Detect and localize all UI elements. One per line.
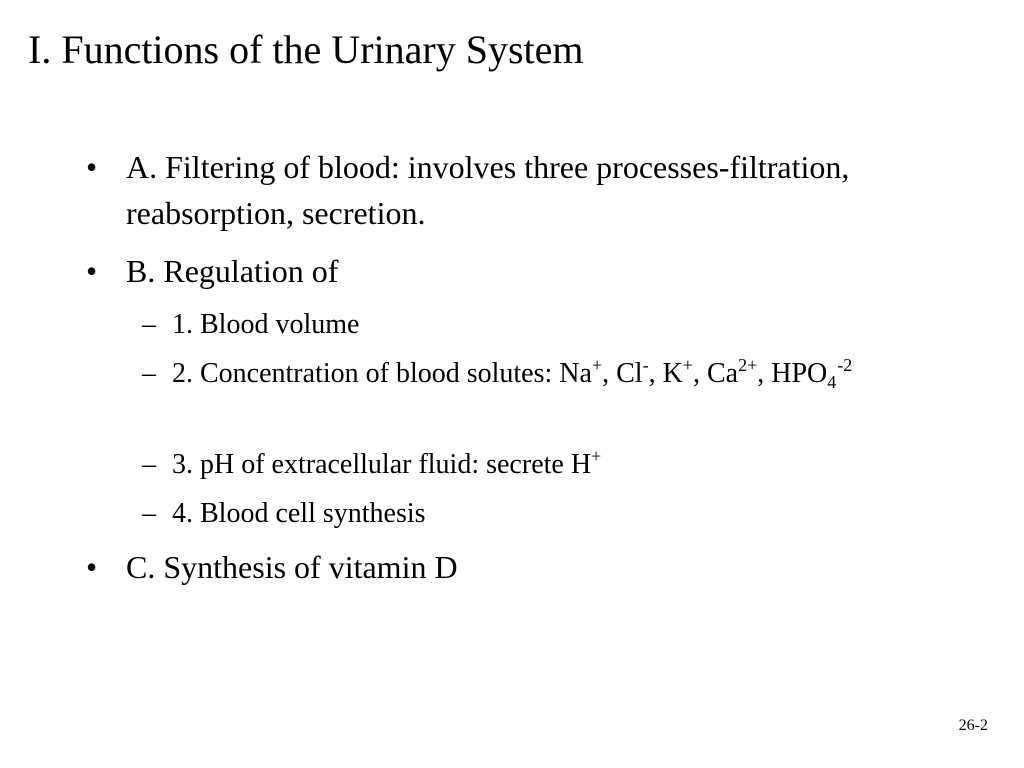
- bullet-item-a: • A. Filtering of blood: involves three …: [86, 144, 926, 236]
- bullet-item-c: • C. Synthesis of vitamin D: [86, 544, 926, 590]
- phosphate-charge: -2: [837, 355, 853, 375]
- sub-item-4: – 4. Blood cell synthesis: [142, 496, 952, 532]
- potassium-charge: +: [682, 355, 693, 375]
- bullet-text-b: B. Regulation of: [126, 253, 339, 289]
- sub-item-2: – 2. Concentration of blood solutes: Na+…: [142, 355, 952, 392]
- sub-text-2-calcium: , Ca: [692, 358, 739, 389]
- sub-item-1: – 1. Blood volume: [142, 307, 952, 343]
- slide-number: 26-2: [958, 717, 988, 734]
- phosphate-subscript: 4: [827, 372, 837, 392]
- sodium-charge: +: [591, 355, 603, 375]
- dash-icon: –: [142, 449, 156, 480]
- bullet-icon: •: [86, 549, 98, 585]
- sub-text-1: 1. Blood volume: [172, 309, 360, 340]
- sub-item-3: – 3. pH of extracellular fluid: secrete …: [142, 446, 952, 483]
- hydrogen-charge: +: [591, 446, 602, 466]
- dash-icon: –: [142, 309, 156, 340]
- bullet-icon: •: [86, 253, 98, 289]
- bullet-text-a: A. Filtering of blood: involves three pr…: [126, 149, 850, 231]
- bullet-item-b: • B. Regulation of: [86, 248, 926, 294]
- chloride-charge: -: [642, 355, 649, 375]
- sub-text-2: 2. Concentration of blood solutes: Na: [172, 358, 592, 389]
- sub-text-4: 4. Blood cell synthesis: [172, 498, 426, 529]
- bullet-text-c: C. Synthesis of vitamin D: [126, 549, 458, 585]
- slide-title: I. Functions of the Urinary System: [28, 27, 584, 72]
- calcium-charge: 2+: [738, 355, 758, 375]
- sub-text-2-potassium: , K: [648, 358, 683, 389]
- dash-icon: –: [142, 498, 156, 529]
- dash-icon: –: [142, 358, 156, 389]
- sub-text-3: 3. pH of extracellular fluid: secrete H: [172, 449, 592, 480]
- bullet-icon: •: [86, 149, 98, 185]
- sub-text-2-phosphate: , HPO: [757, 358, 828, 389]
- sub-text-2-chloride: , Cl: [602, 358, 643, 389]
